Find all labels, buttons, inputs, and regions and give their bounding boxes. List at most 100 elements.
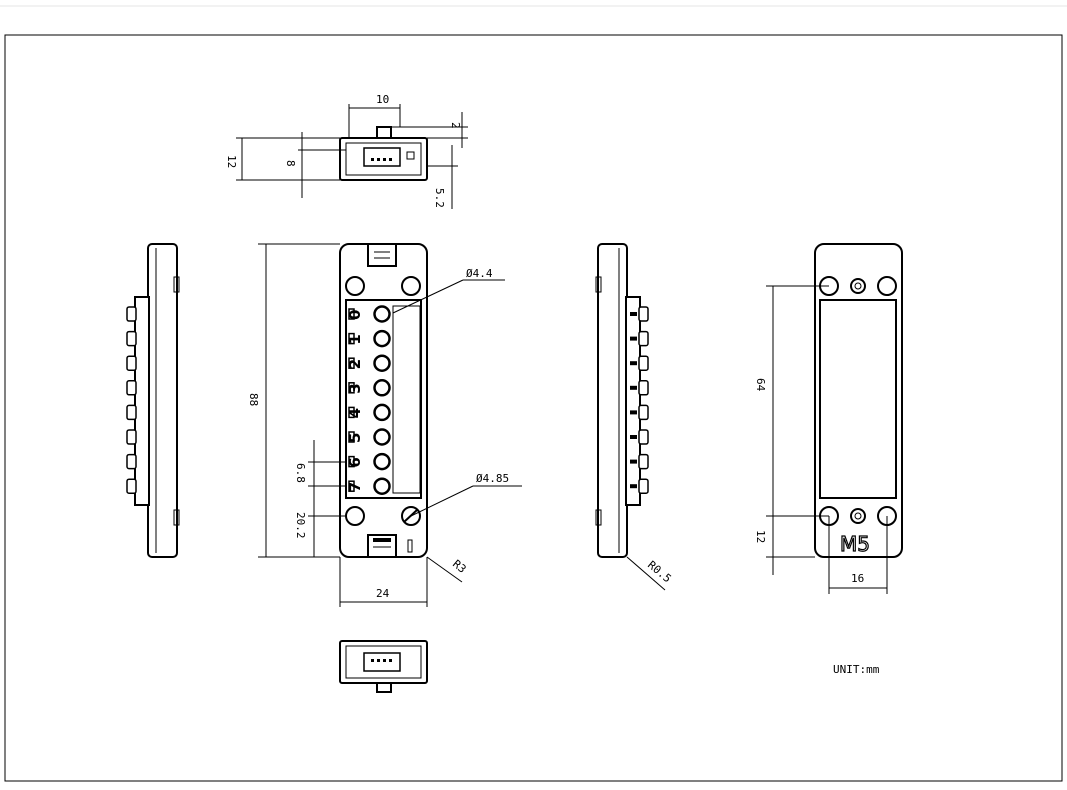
pin-hole xyxy=(373,379,391,397)
side-pin xyxy=(638,478,649,494)
pin-row: 2 xyxy=(346,354,391,372)
pin-row: 5 xyxy=(346,428,391,446)
front-label-window xyxy=(392,305,421,494)
pin-slot xyxy=(348,382,355,394)
pin-slot xyxy=(348,406,355,419)
front-pin-rows: 0 1 2 3 4 5 6 7 xyxy=(346,305,391,495)
pin-label: 0 xyxy=(346,310,364,320)
connector-pin xyxy=(383,158,386,161)
front-view: 0 1 2 3 4 5 6 7 88 6.8 20.2 24 Ø4.4 Ø4.85 R3 xyxy=(247,243,522,607)
top-view-connector xyxy=(363,147,401,167)
pin-label: 5 xyxy=(346,433,364,443)
pin-slot xyxy=(348,455,355,468)
side-pin xyxy=(126,429,137,445)
pin-row: 7 xyxy=(346,477,391,495)
dim-pin-pitch: 6.8 xyxy=(294,463,307,483)
bottom-view xyxy=(339,640,428,693)
side-pin xyxy=(126,404,137,421)
side-pin xyxy=(638,306,649,322)
pin-label: 4 xyxy=(346,408,364,418)
pin-hole xyxy=(373,329,391,348)
side-pin-contact xyxy=(630,361,637,366)
pin-slot xyxy=(348,431,355,443)
side-pin xyxy=(638,380,649,396)
dim-side-radius: R0.5 xyxy=(645,558,674,585)
drawing-frame xyxy=(4,34,1063,782)
right-side-view: R0.5 xyxy=(595,243,674,591)
side-pin xyxy=(126,355,137,371)
side-pin-contact xyxy=(630,484,637,489)
connector-pin xyxy=(371,158,374,161)
dim-front-width: 24 xyxy=(376,587,390,600)
back-magnet xyxy=(850,278,866,294)
dim-hole-large: Ø4.85 xyxy=(476,472,509,485)
mount-hole xyxy=(345,506,365,526)
top-view-led xyxy=(406,151,415,160)
top-view: 10 2 12 8 5.2 xyxy=(225,93,468,209)
pin-slot xyxy=(348,357,355,369)
pin-row: 1 xyxy=(346,329,391,348)
side-pin-contact xyxy=(630,385,637,390)
front-top-connector xyxy=(367,243,397,267)
back-logo: M5 xyxy=(840,532,870,556)
dim-back-vertical: 64 xyxy=(754,378,767,392)
dim-top-width: 10 xyxy=(376,93,389,106)
side-pin-contact xyxy=(630,312,637,316)
pin-row: 4 xyxy=(346,403,391,422)
pin-label: 7 xyxy=(346,482,364,492)
left-side-body xyxy=(147,243,178,558)
pin-slot xyxy=(348,308,355,320)
connector-pin xyxy=(377,158,380,161)
dim-top-tab: 2 xyxy=(449,122,462,129)
side-pin xyxy=(638,453,649,470)
dim-back-bottom: 12 xyxy=(754,530,767,543)
dim-top-height-body: 8 xyxy=(284,160,297,167)
left-side-view xyxy=(126,243,180,558)
pin-hole xyxy=(373,403,391,422)
pin-hole xyxy=(373,305,391,323)
side-pin-contact xyxy=(630,336,637,341)
pin-hole xyxy=(373,354,391,372)
pin-row: 6 xyxy=(346,452,391,471)
dim-back-horizontal: 16 xyxy=(851,572,864,585)
left-side-pins xyxy=(126,306,137,494)
pin-slot xyxy=(348,332,355,345)
dim-front-length: 88 xyxy=(247,393,260,406)
side-pin xyxy=(126,306,137,322)
unit-label: UNIT:mm xyxy=(833,663,880,676)
pin-slot xyxy=(348,480,355,492)
connector-pin xyxy=(389,158,392,161)
top-view-tab xyxy=(376,126,392,139)
dim-front-bottom: 20.2 xyxy=(294,512,307,539)
pin-hole xyxy=(373,452,391,471)
dim-top-offset: 5.2 xyxy=(433,188,446,208)
bottom-view-tab xyxy=(376,682,392,693)
side-pin xyxy=(126,478,137,494)
side-pin-contact xyxy=(630,410,637,415)
side-pin-contact xyxy=(630,435,637,439)
side-pin xyxy=(126,380,137,396)
side-pin-contact xyxy=(630,459,637,464)
back-view: M5 64 12 16 xyxy=(754,243,903,594)
pin-label: 6 xyxy=(346,457,364,467)
mount-hole xyxy=(345,276,365,296)
back-mount-hole xyxy=(877,276,897,296)
side-pin xyxy=(638,355,649,371)
pin-label: 3 xyxy=(346,383,364,393)
pin-label: 2 xyxy=(346,359,364,369)
dim-hole-small: Ø4.4 xyxy=(466,267,493,280)
dim-top-height-total: 12 xyxy=(225,155,238,168)
left-side-step xyxy=(134,296,150,506)
right-side-step xyxy=(625,296,641,506)
side-pin xyxy=(126,453,137,470)
pin-hole xyxy=(373,477,391,495)
side-pin xyxy=(638,429,649,445)
bottom-view-connector xyxy=(363,652,401,672)
pin-row: 0 xyxy=(346,305,391,323)
back-magnet xyxy=(850,508,866,524)
side-pin xyxy=(126,330,137,347)
pin-row: 3 xyxy=(346,379,391,397)
back-label-area xyxy=(819,299,897,499)
side-pin xyxy=(638,404,649,421)
dim-corner-radius: R3 xyxy=(450,557,469,575)
